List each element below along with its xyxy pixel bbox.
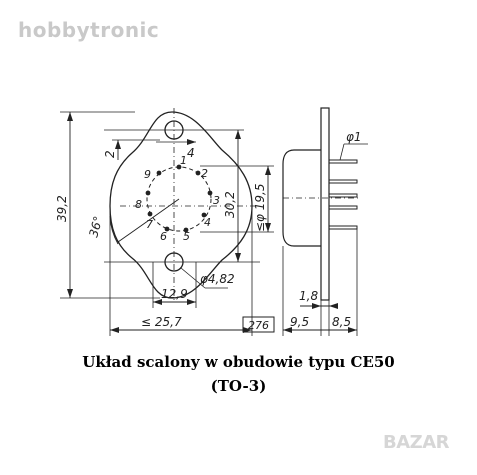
pin-label-8: 8 — [135, 198, 142, 211]
figure-number: 276 — [248, 319, 269, 332]
dim-flange: 1,8 — [299, 289, 318, 303]
dim-angle: 36° — [86, 215, 105, 239]
pin-label-2: 2 — [201, 167, 208, 180]
dim-pin-length: 8,5 — [332, 315, 351, 329]
dim-height-total: 39,2 — [55, 195, 69, 222]
pin-label-9: 9 — [144, 168, 151, 181]
dim-top-offset-4: 4 — [187, 146, 195, 160]
package-outline — [109, 111, 253, 299]
pin-label-3: 3 — [213, 194, 220, 207]
pin-label-1: 1 — [180, 154, 187, 167]
figure-number-box — [242, 316, 275, 333]
dim-top-offset-2: 2 — [103, 150, 117, 158]
dim-hole-spacing: 12,9 — [161, 287, 188, 301]
dim-circle-diameter: ≤φ 19,5 — [253, 183, 267, 232]
dim-hole-diameter: φ4,82 — [200, 272, 235, 286]
pin-label-4: 4 — [204, 216, 211, 229]
bazar-logo: BAZAR — [383, 432, 450, 453]
pin-label-5: 5 — [183, 230, 190, 243]
dim-width-total: ≤ 25,7 — [141, 315, 182, 329]
pin-label-6: 6 — [160, 230, 167, 243]
pin-label-7: 7 — [146, 218, 153, 231]
dim-pin-diameter: φ1 — [346, 130, 362, 144]
dim-mount-spacing: 30,2 — [223, 191, 237, 218]
watermark-text: hobbytronic — [18, 18, 160, 42]
dim-body-depth: 9,5 — [290, 315, 309, 329]
caption-line-2: (TO-3) — [210, 377, 267, 395]
caption-line-1: Układ scalony w obudowie typu CE50 — [82, 353, 395, 371]
side-flange — [320, 107, 330, 301]
